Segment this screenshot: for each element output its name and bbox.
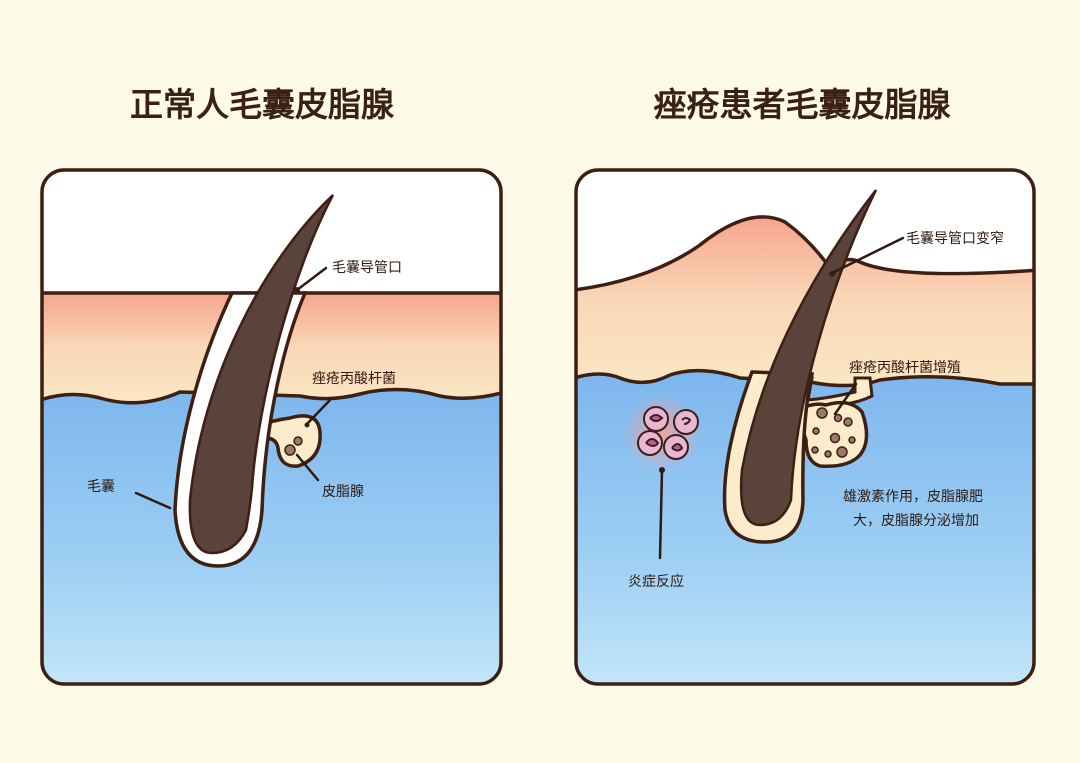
label-androgen-line2: 大，皮脂腺分泌增加	[853, 513, 979, 529]
label-sebaceous-gland: 皮脂腺	[322, 484, 364, 500]
title-normal: 正常人毛囊皮脂腺	[130, 85, 395, 124]
gland-dots	[811, 407, 856, 458]
label-androgen-line1: 雄激素作用，皮脂腺肥	[843, 488, 983, 505]
label-bacteria: 痤疮丙酸杆菌	[312, 371, 396, 387]
label-follicle: 毛囊	[87, 478, 115, 495]
normal-panel: 毛囊导管口 痤疮丙酸杆菌 皮脂腺 毛囊	[40, 168, 503, 686]
label-duct-narrowing: 毛囊导管口变窄	[906, 230, 1004, 247]
dermis-layer	[42, 389, 501, 684]
title-acne: 痤疮患者毛囊皮脂腺	[654, 85, 952, 124]
label-inflammation: 炎症反应	[628, 573, 684, 590]
inflammatory-cells	[637, 406, 699, 460]
label-bacteria-proliferation: 痤疮丙酸杆菌增殖	[849, 359, 961, 376]
acne-panel: 毛囊导管口变窄 痤疮丙酸杆菌增殖 雄激素作用，皮脂腺肥 大，皮脂腺分泌增加 炎症…	[574, 168, 1036, 686]
panel-border	[574, 168, 1036, 686]
hair-shaft	[188, 194, 335, 555]
panel-border	[40, 168, 503, 686]
sebaceous-gland	[258, 414, 322, 468]
hair-shaft	[739, 189, 878, 527]
label-duct-opening: 毛囊导管口	[332, 259, 402, 276]
